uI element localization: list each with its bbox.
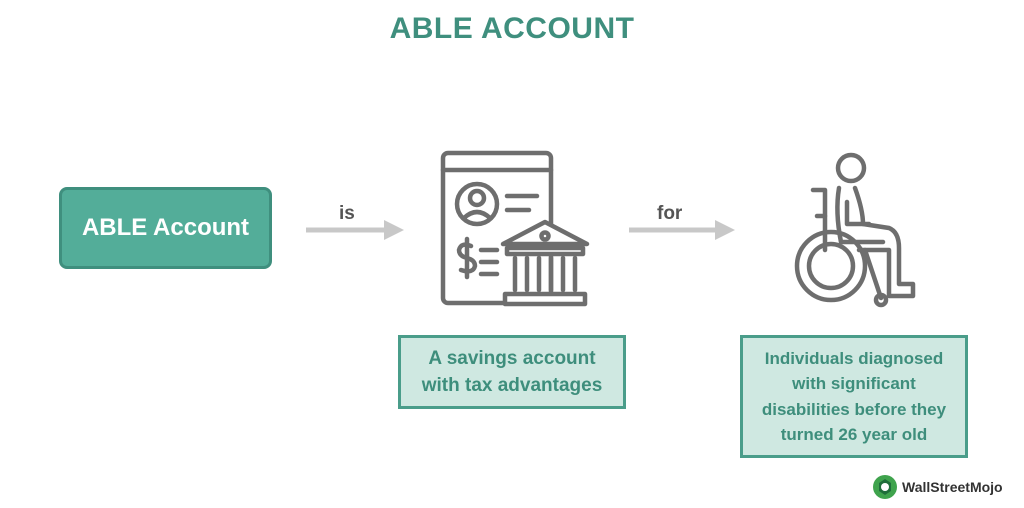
connector-for-label: for (657, 203, 683, 224)
page-title: ABLE ACCOUNT (389, 12, 635, 45)
savings-account-box: A savings account with tax advantages (398, 335, 626, 409)
wallstreetmojo-logo: WallStreetMojo (872, 474, 1003, 500)
individuals-box: Individuals diagnosed with significant d… (740, 335, 968, 458)
savings-line-1: A savings account (428, 348, 596, 369)
individuals-line-2: with significant (792, 374, 916, 393)
arrow-right-icon (306, 220, 404, 240)
individuals-line-4: turned 26 year old (780, 425, 928, 444)
individuals-line-1: Individuals diagnosed (764, 348, 944, 368)
able-account-label: ABLE Account (81, 214, 250, 241)
connector-is-label: is (339, 203, 355, 224)
able-account-box: ABLE Account (59, 187, 272, 269)
savings-line-2: with tax advantages (421, 375, 603, 396)
logo-text: WallStreetMojo (902, 479, 1003, 495)
document-bank-icon (440, 150, 590, 307)
arrow-right-icon (629, 220, 735, 240)
individuals-line-3: disabilities before they (761, 399, 947, 419)
wallstreetmojo-logo-icon (873, 475, 897, 499)
wheelchair-person-icon (794, 152, 916, 308)
